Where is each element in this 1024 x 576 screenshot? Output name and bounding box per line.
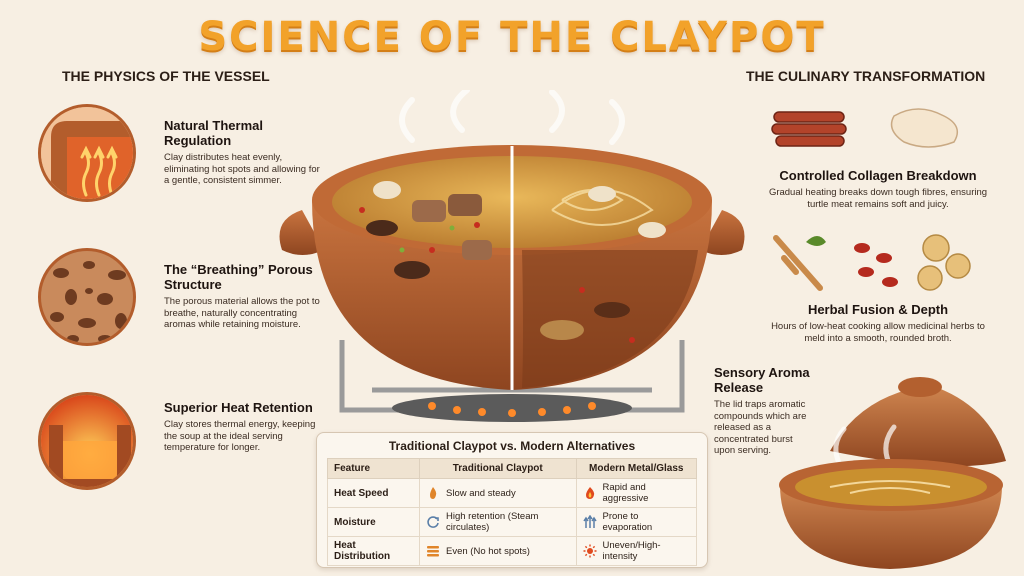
herbs-illustration [773, 234, 971, 291]
comparison-table: Feature Traditional Claypot Modern Metal… [327, 458, 697, 566]
info-title: Sensory Aroma Release [714, 365, 810, 395]
circulation-icon [427, 516, 439, 528]
comparison-table-card: Traditional Claypot vs. Modern Alternati… [316, 432, 708, 568]
flame-icon [430, 487, 437, 499]
info-porous-structure: The “Breathing” Porous Structure The por… [164, 262, 324, 331]
heat-retention-illustration [38, 392, 136, 490]
porous-structure-illustration [38, 248, 136, 346]
page-title: SCIENCE OF THE CLAYPOT [198, 14, 826, 60]
feature-cell: Heat Speed [327, 478, 420, 508]
info-title: The “Breathing” Porous Structure [164, 262, 313, 292]
info-aroma-release: Sensory Aroma Release The lid traps arom… [714, 365, 814, 457]
info-text: Gradual heating breaks down tough fibres… [768, 187, 988, 210]
evaporation-icon [582, 515, 597, 528]
table-row: Heat Speed Slow and steady Rapid and agg… [327, 478, 697, 508]
traditional-value: Even (No hot spots) [446, 545, 530, 557]
traditional-value: Slow and steady [446, 487, 516, 499]
header-modern: Modern Metal/Glass [575, 458, 697, 479]
claypot-cross-section-illustration [279, 90, 745, 422]
table-row: Moisture High retention (Steam circulate… [327, 507, 697, 537]
feature-cell: Moisture [327, 507, 420, 537]
table-row: Heat Distribution Even (No hot spots) Un… [327, 536, 697, 566]
modern-value: Uneven/High-intensity [602, 540, 661, 562]
info-text: Clay distributes heat evenly, eliminatin… [164, 152, 320, 186]
info-collagen-breakdown: Controlled Collagen Breakdown Gradual he… [768, 168, 988, 210]
info-title: Superior Heat Retention [164, 400, 313, 415]
turtle-meat-illustration [771, 108, 959, 148]
even-layers-icon [427, 546, 439, 557]
lidded-claypot-illustration [779, 377, 1006, 569]
sun-burst-icon [583, 544, 596, 558]
thermal-wall-illustration [38, 104, 136, 202]
info-title: Natural Thermal Regulation [164, 118, 263, 148]
comparison-title: Traditional Claypot vs. Modern Alternati… [388, 439, 636, 453]
info-heat-retention: Superior Heat Retention Clay stores ther… [164, 400, 324, 454]
info-text: Clay stores thermal energy, keeping the … [164, 419, 316, 453]
traditional-value: High retention (Steam circulates) [446, 511, 539, 533]
fire-icon [585, 487, 594, 499]
info-text: The porous material allows the pot to br… [164, 296, 320, 330]
feature-cell: Heat Distribution [327, 536, 420, 566]
modern-value: Prone to evaporation [602, 511, 653, 533]
info-text: The lid traps aromatic compounds which a… [714, 399, 807, 456]
modern-value: Rapid and aggressive [602, 482, 649, 504]
left-section-heading: THE PHYSICS OF THE VESSEL [62, 68, 270, 84]
info-thermal-regulation: Natural Thermal Regulation Clay distribu… [164, 118, 324, 187]
info-title: Controlled Collagen Breakdown [779, 168, 977, 183]
header-feature: Feature [327, 458, 420, 479]
header-traditional: Traditional Claypot [419, 458, 577, 479]
info-text: Hours of low-heat cooking allow medicina… [771, 321, 985, 344]
right-section-heading: THE CULINARY TRANSFORMATION [746, 68, 986, 84]
info-title: Herbal Fusion & Depth [807, 302, 949, 317]
info-herbal-fusion: Herbal Fusion & Depth Hours of low-heat … [768, 302, 988, 344]
